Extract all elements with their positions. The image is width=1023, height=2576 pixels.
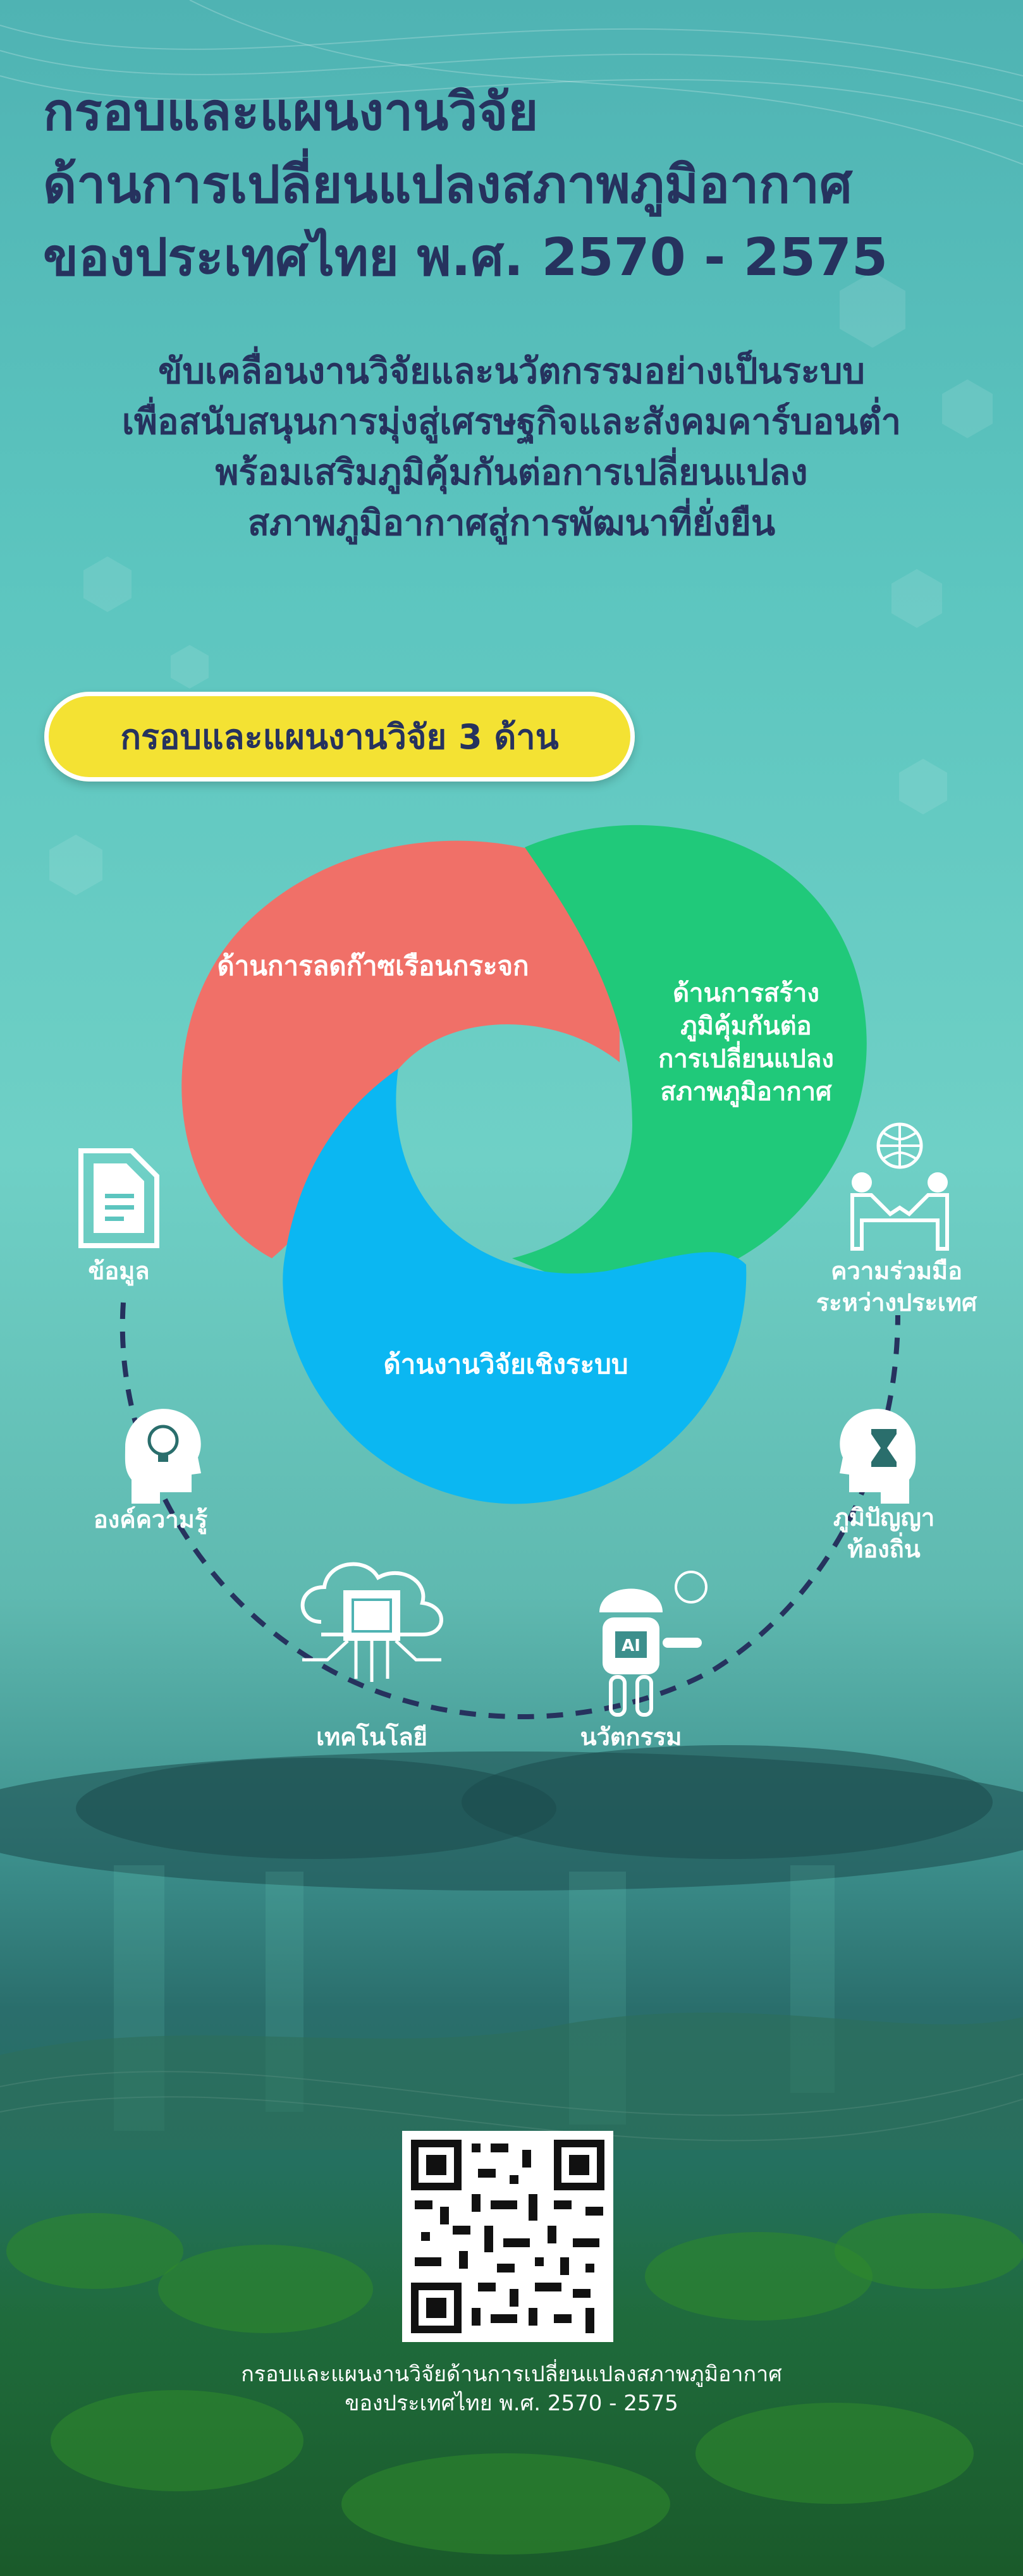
footer-line-2: ของประเทศไทย พ.ศ. 2570 - 2575 xyxy=(345,2391,678,2416)
segment-mitigation xyxy=(181,840,620,1258)
enabler-connector-arc xyxy=(119,1302,900,1719)
page-title: กรอบและแผนงานวิจัย ด้านการเปลี่ยนแปลงสภา… xyxy=(43,76,888,294)
enabler-technology-label: เทคโนโลยี xyxy=(316,1723,427,1751)
adaptation-label-line-1: ด้านการสร้าง xyxy=(673,979,819,1008)
footer-line-1: กรอบและแผนงานวิจัยด้านการเปลี่ยนแปลงสภาพ… xyxy=(241,2362,782,2387)
segment-systems xyxy=(283,1069,747,1504)
handshake-globe-icon xyxy=(850,1122,949,1251)
enabler-cooperation-label: ความร่วมมือ ระหว่างประเทศ xyxy=(789,1255,1004,1318)
framework-heading-pill: กรอบและแผนงานวิจัย 3 ด้าน xyxy=(44,692,635,782)
qr-code-pattern xyxy=(411,2140,604,2333)
cooperation-line-1: ความร่วมมือ xyxy=(831,1257,962,1285)
segment-adaptation-label: ด้านการสร้าง ภูมิคุ้มกันต่อ การเปลี่ยนแป… xyxy=(626,977,866,1108)
framework-heading-label: กรอบและแผนงานวิจัย 3 ด้าน xyxy=(120,717,559,757)
segment-adaptation xyxy=(512,825,867,1290)
qr-code[interactable] xyxy=(402,2131,613,2342)
enabler-innovation-label: นวัตกรรม xyxy=(580,1723,682,1751)
title-line-1: กรอบและแผนงานวิจัย xyxy=(43,82,539,142)
subtitle-line-1: ขับเคลื่อนงานวิจัยและนวัตกรรมอย่างเป็นระ… xyxy=(158,351,865,392)
enabler-knowledge-label: องค์ความรู้ xyxy=(93,1506,208,1533)
subtitle-line-2: เพื่อสนับสนุนการมุ่งสู่เศรษฐกิจและสังคมค… xyxy=(121,402,902,443)
ai-robot-icon: AI xyxy=(599,1571,708,1717)
title-line-3: ของประเทศไทย พ.ศ. 2570 - 2575 xyxy=(43,228,888,288)
svg-text:AI: AI xyxy=(622,1636,640,1655)
subtitle-line-4: สภาพภูมิอากาศสู่การพัฒนาที่ยั่งยืน xyxy=(247,503,776,544)
cloud-chip-icon xyxy=(300,1562,443,1682)
segment-mitigation-label: ด้านการลดก๊าซเรือนกระจก xyxy=(217,950,529,981)
adaptation-label-line-3: การเปลี่ยนแปลง xyxy=(658,1045,834,1074)
enabler-data-label: ข้อมูล xyxy=(88,1257,150,1285)
cooperation-line-2: ระหว่างประเทศ xyxy=(816,1289,977,1316)
head-lightbulb-icon xyxy=(125,1409,201,1504)
subtitle-line-3: พร้อมเสริมภูมิคุ้มกันต่อการเปลี่ยนแปลง xyxy=(215,452,808,493)
local-wisdom-line-1: ภูมิปัญญา xyxy=(833,1504,935,1531)
head-hourglass-icon xyxy=(840,1409,916,1504)
title-line-2: ด้านการเปลี่ยนแปลงสภาพภูมิอากาศ xyxy=(43,155,853,215)
document-icon xyxy=(78,1148,159,1248)
adaptation-label-line-2: ภูมิคุ้มกันต่อ xyxy=(680,1012,812,1041)
local-wisdom-line-2: ท้องถิ่น xyxy=(847,1535,921,1563)
enabler-local-wisdom-label: ภูมิปัญญา ท้องถิ่น xyxy=(789,1502,979,1565)
subtitle: ขับเคลื่อนงานวิจัยและนวัตกรรมอย่างเป็นระ… xyxy=(25,347,998,549)
segment-systems-label: ด้านงานวิจัยเชิงระบบ xyxy=(383,1349,628,1380)
footer-caption: กรอบและแผนงานวิจัยด้านการเปลี่ยนแปลงสภาพ… xyxy=(63,2360,960,2418)
adaptation-label-line-4: สภาพภูมิอากาศ xyxy=(660,1077,832,1107)
